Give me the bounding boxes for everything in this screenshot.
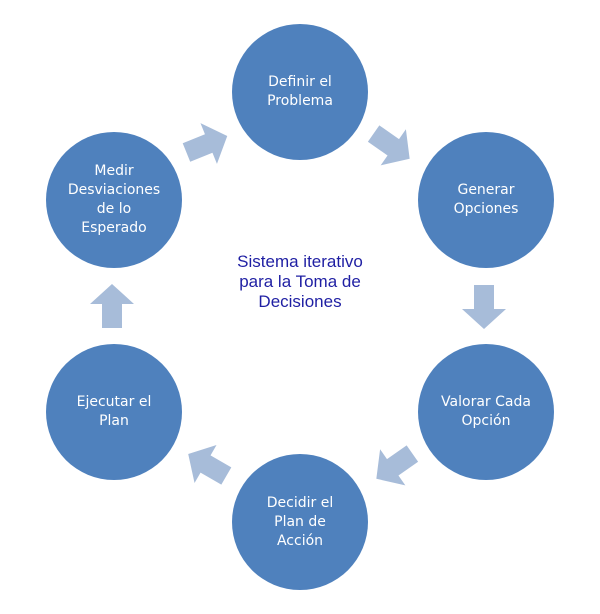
node-label: Generar Opciones [453,182,519,217]
node-definir-el-problema: Definir el Problema [232,24,368,160]
node-label: Valorar Cada Opción [441,394,531,429]
node-label: Decidir el Plan de Acción [266,494,334,549]
arrow-decidir-to-ejecutar [188,444,232,485]
node-label: Ejecutar el Plan [76,394,152,429]
arrow-valorar-to-decidir [376,445,419,486]
arrow-generar-to-valorar [462,285,506,329]
node-ejecutar-el-plan: Ejecutar el Plan [46,344,182,480]
node-label: Medir Desviaciones de lo Esperado [67,163,161,236]
node-medir-desviaciones: Medir Desviaciones de lo Esperado [46,132,182,268]
center-title: Sistema iterativo para la Toma de Decisi… [237,252,363,311]
arrow-ejecutar-to-medir [90,284,134,328]
node-decidir-el-plan-de-accion: Decidir el Plan de Acción [232,454,368,590]
arrow-definir-to-generar [367,125,410,166]
node-generar-opciones: Generar Opciones [418,132,554,268]
node-valorar-cada-opcion: Valorar Cada Opción [418,344,554,480]
node-label: Definir el Problema [267,74,333,109]
arrow-medir-to-definir [182,123,228,164]
